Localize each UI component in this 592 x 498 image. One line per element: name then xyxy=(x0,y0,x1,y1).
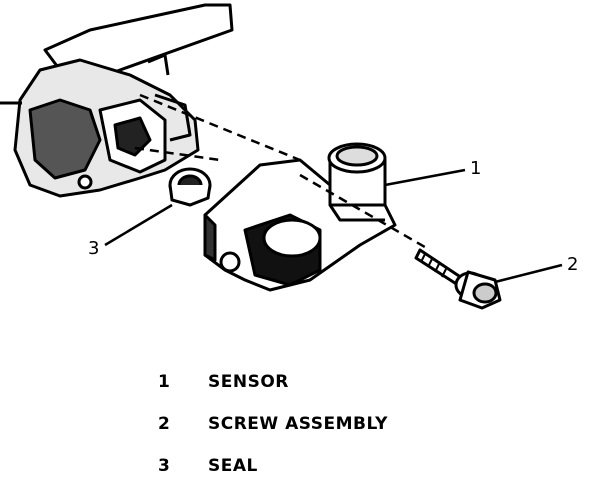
seal xyxy=(168,167,212,207)
legend-label: SENSOR xyxy=(208,372,289,392)
legend-label: SEAL xyxy=(208,456,258,476)
parts-legend: 1 SENSOR 2 SCREW ASSEMBLY 3 SEAL xyxy=(150,372,450,498)
callout-2: 2 xyxy=(567,254,579,275)
callout-1: 1 xyxy=(470,158,482,179)
legend-label: SCREW ASSEMBLY xyxy=(208,414,388,434)
legend-item: 2 SCREW ASSEMBLY xyxy=(150,414,450,456)
legend-number: 3 xyxy=(158,456,171,476)
screw-assembly xyxy=(414,248,502,310)
legend-number: 2 xyxy=(158,414,171,434)
callout-3: 3 xyxy=(88,238,100,259)
throttle-body-housing xyxy=(0,3,234,198)
legend-item: 3 SEAL xyxy=(150,456,450,498)
legend-number: 1 xyxy=(158,372,171,392)
exploded-view-diagram xyxy=(0,3,563,310)
sensor xyxy=(203,142,397,292)
legend-item: 1 SENSOR xyxy=(150,372,450,414)
